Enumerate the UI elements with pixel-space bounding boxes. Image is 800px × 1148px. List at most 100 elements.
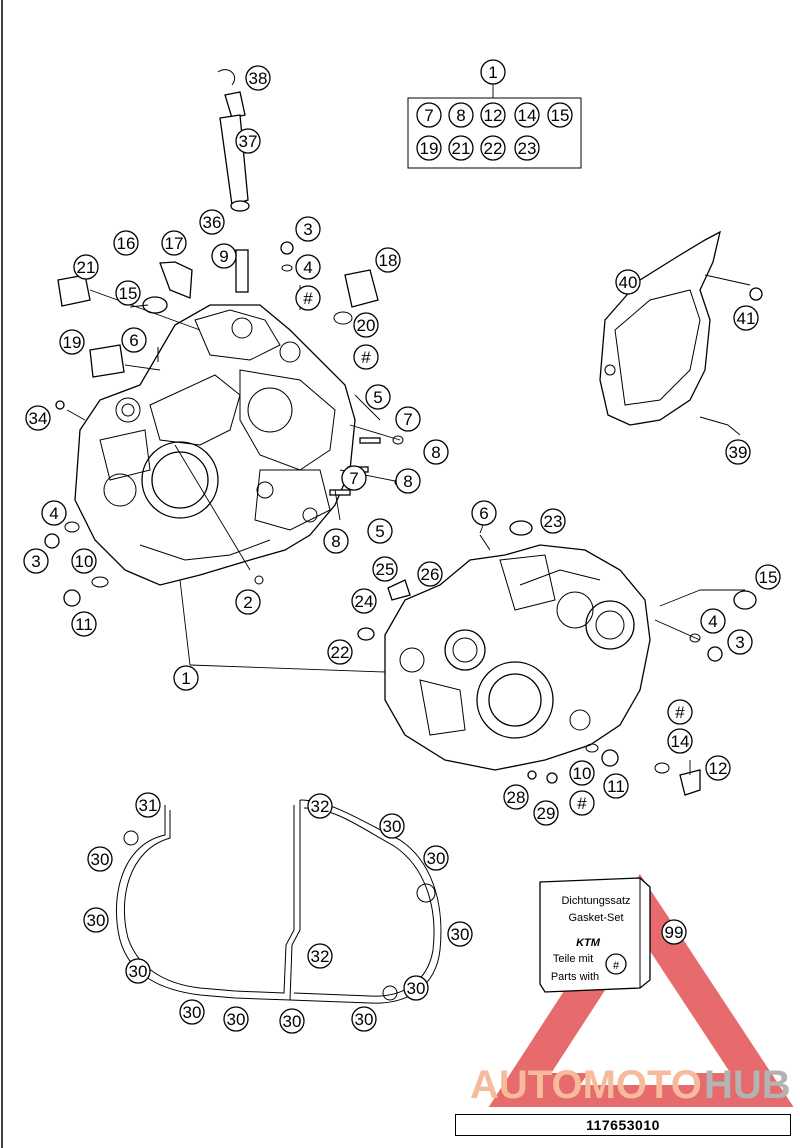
callout-c4b: 4 <box>41 500 67 526</box>
callout-c4a-label: 4 <box>303 258 312 277</box>
callout-c2-circle <box>235 589 261 615</box>
callout-c7b-label: 7 <box>349 469 358 488</box>
callout-c30d-label: 30 <box>87 911 106 930</box>
callout-c25-circle <box>372 556 398 582</box>
callout-c24-circle <box>351 588 377 614</box>
callout-c15b-label: 15 <box>759 568 778 587</box>
callout-c14: 14 <box>667 728 693 754</box>
callout-c30h-circle <box>179 999 205 1025</box>
callout-c20-circle <box>353 312 379 338</box>
callout-c21-label: 21 <box>77 258 96 277</box>
callout-c28-label: 28 <box>507 788 526 807</box>
callout-c30k-label: 30 <box>355 1010 374 1029</box>
callout-c30h-label: 30 <box>183 1003 202 1022</box>
kit-callout-3: 12 <box>480 102 506 128</box>
kit-callout-9-label: 23 <box>518 139 537 158</box>
callout-c30a-circle <box>379 813 405 839</box>
callout-c26-label: 26 <box>421 565 440 584</box>
watermark-triangle-shape <box>488 873 794 1107</box>
callout-c3c-label: 3 <box>735 633 744 652</box>
callout-ha-label: # <box>303 289 313 308</box>
callout-c5b-label: 5 <box>375 522 384 541</box>
callout-c8b-circle <box>395 468 421 494</box>
callout-c30j-circle <box>279 1008 305 1034</box>
callout-c41: 41 <box>733 305 759 331</box>
callout-ha: # <box>295 285 321 311</box>
callout-c8c-label: 8 <box>331 532 340 551</box>
callout-c39-label: 39 <box>729 443 748 462</box>
kit-callout-7: 21 <box>448 135 474 161</box>
callout-c36: 36 <box>199 209 225 235</box>
callout-c38-label: 38 <box>249 69 268 88</box>
callout-c9-label: 9 <box>219 247 228 266</box>
kit-callout-9: 23 <box>514 135 540 161</box>
kit-callout-6-circle <box>416 135 442 161</box>
callout-hd: # <box>569 790 595 816</box>
callout-c17-label: 17 <box>165 234 184 253</box>
callout-c17-circle <box>161 230 187 256</box>
callout-c10b-label: 10 <box>573 764 592 783</box>
callout-c37-label: 37 <box>239 132 258 151</box>
reference-number: 117653010 <box>455 1114 791 1136</box>
callout-c4c-circle <box>700 608 726 634</box>
callout-c30g-label: 30 <box>407 979 426 998</box>
callout-c34-label: 34 <box>29 409 48 428</box>
callout-c4b-label: 4 <box>49 504 58 523</box>
callout-c18: 18 <box>375 247 401 273</box>
callout-c7b-circle <box>341 465 367 491</box>
callout-c32a: 32 <box>307 793 333 819</box>
callout-c4c: 4 <box>700 608 726 634</box>
callout-c30a: 30 <box>379 813 405 839</box>
callout-c30e: 30 <box>447 921 473 947</box>
sprocket-cover <box>599 230 721 426</box>
callout-c30i: 30 <box>223 1006 249 1032</box>
right-crankcase-half <box>384 544 651 771</box>
kit-callout-2: 8 <box>448 102 474 128</box>
callout-c10a: 10 <box>71 548 97 574</box>
callout-c5a-label: 5 <box>373 388 382 407</box>
callout-c34: 34 <box>25 405 51 431</box>
callout-c25-label: 25 <box>376 560 395 579</box>
kit-callout-8: 22 <box>480 135 506 161</box>
callout-c7a-label: 7 <box>403 410 412 429</box>
callout-c11a: 11 <box>71 611 97 637</box>
callout-c6b-label: 6 <box>479 504 488 523</box>
callout-c3c: 3 <box>727 629 753 655</box>
callout-c38-circle <box>245 65 271 91</box>
callout-c29: 29 <box>533 800 559 826</box>
callout-c32a-label: 32 <box>311 797 330 816</box>
callout-c10a-circle <box>71 548 97 574</box>
callout-c18-label: 18 <box>379 251 398 270</box>
callout-c8a: 8 <box>423 439 449 465</box>
callout-c23-label: 23 <box>544 512 563 531</box>
callout-c30d: 30 <box>83 907 109 933</box>
callout-c30k: 30 <box>351 1006 377 1032</box>
callout-c41-label: 41 <box>737 309 756 328</box>
kit-callout-0-label: 1 <box>488 63 497 82</box>
watermark-text-primary: AUTOMOTO <box>470 1063 702 1107</box>
kit-callout-4: 14 <box>514 102 540 128</box>
gasket-set-line-1: Dichtungssatz <box>561 895 630 907</box>
callout-c31-circle <box>135 792 161 818</box>
callout-c4a-circle <box>295 254 321 280</box>
callout-c30c-label: 30 <box>91 850 110 869</box>
callout-c30b-label: 30 <box>427 849 446 868</box>
kit-callout-4-label: 14 <box>518 106 537 125</box>
parts-with-marker: # <box>613 960 620 972</box>
callout-c36-label: 36 <box>203 213 222 232</box>
kit-callout-8-circle <box>480 135 506 161</box>
callout-c3a-circle <box>295 216 321 242</box>
callout-c11a-circle <box>71 611 97 637</box>
callout-c30b: 30 <box>423 845 449 871</box>
callout-c15b-circle <box>755 564 781 590</box>
callout-c22-label: 22 <box>331 643 350 662</box>
callout-c11a-label: 11 <box>75 615 93 634</box>
kit-callout-3-label: 12 <box>484 106 503 125</box>
callout-c28-circle <box>503 784 529 810</box>
callout-c14-label: 14 <box>671 732 690 751</box>
callout-c20-label: 20 <box>357 316 376 335</box>
watermark-triangle-inner <box>580 1000 700 1085</box>
callout-hb-label: # <box>361 348 371 367</box>
